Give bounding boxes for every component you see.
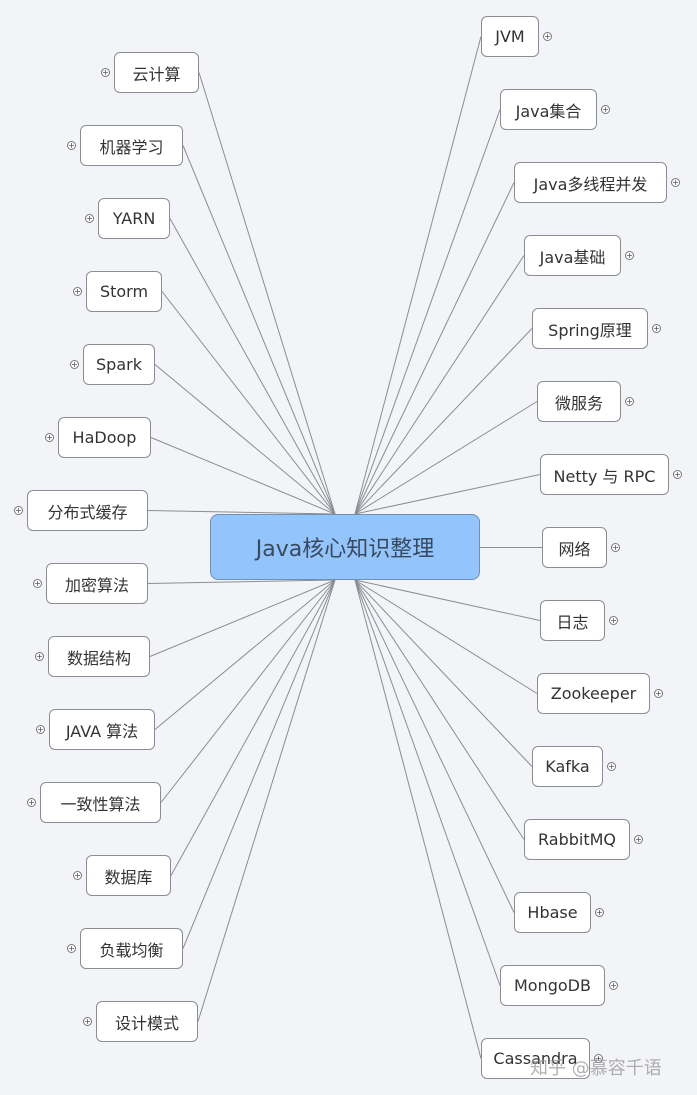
topic-node-right[interactable]: 微服务 [537,381,621,422]
topic-label: 微服务 [554,393,603,413]
topic-label: Spark [96,355,142,374]
topic-label: 数据库 [104,867,153,887]
expand-plus-icon[interactable]: + [67,944,76,953]
topic-node-left[interactable]: JAVA 算法 [49,709,155,750]
topic-node-left[interactable]: 机器学习 [80,125,183,166]
expand-plus-icon[interactable]: + [611,543,620,552]
topic-node-right[interactable]: Spring原理 [532,308,648,349]
topic-node-left[interactable]: 加密算法 [46,563,148,604]
topic-label: Cassandra [493,1049,578,1068]
topic-node-left[interactable]: Spark [83,344,155,385]
root-topic[interactable]: Java核心知识整理 [210,514,480,580]
topic-node-right[interactable]: Kafka [532,746,603,787]
topic-label: 数据结构 [66,648,131,668]
topic-node-right[interactable]: Java集合 [500,89,597,130]
topic-label: 一致性算法 [60,794,141,814]
expand-plus-icon[interactable]: + [33,579,42,588]
expand-plus-icon[interactable]: + [73,287,82,296]
topic-node-right[interactable]: 网络 [542,527,607,568]
expand-plus-icon[interactable]: + [45,433,54,442]
topic-label: Java集合 [515,101,582,121]
expand-plus-icon[interactable]: + [36,725,45,734]
expand-plus-icon[interactable]: + [35,652,44,661]
topic-label: HaDoop [72,428,137,447]
topic-label: JVM [495,27,525,46]
topic-node-left[interactable]: 云计算 [114,52,199,93]
expand-plus-icon[interactable]: + [609,616,618,625]
topic-node-left[interactable]: 一致性算法 [40,782,161,823]
topic-label: Hbase [527,903,578,922]
topic-label: Kafka [545,757,590,776]
topic-node-right[interactable]: Netty 与 RPC [540,454,669,495]
expand-plus-icon[interactable]: + [671,178,680,187]
topic-label: Java基础 [539,247,606,267]
topic-label: Netty 与 RPC [553,466,656,486]
watermark: 知乎 @慕容千语 [530,1058,662,1079]
topic-node-left[interactable]: HaDoop [58,417,151,458]
topic-node-left[interactable]: 设计模式 [96,1001,198,1042]
topic-label: JAVA 算法 [65,721,139,741]
topic-node-left[interactable]: 负载均衡 [80,928,183,969]
expand-plus-icon[interactable]: + [83,1017,92,1026]
topic-node-left[interactable]: YARN [98,198,170,239]
expand-plus-icon[interactable]: + [652,324,661,333]
topic-label: 日志 [556,612,589,632]
expand-plus-icon[interactable]: + [543,32,552,41]
expand-plus-icon[interactable]: + [594,1054,603,1063]
topic-label: Java多线程并发 [533,174,648,194]
expand-plus-icon[interactable]: + [634,835,643,844]
expand-plus-icon[interactable]: + [625,397,634,406]
topic-label: 网络 [558,539,591,559]
topic-node-right[interactable]: Zookeeper [537,673,650,714]
expand-plus-icon[interactable]: + [673,470,682,479]
topic-label: 加密算法 [64,575,129,595]
topic-node-left[interactable]: 数据库 [86,855,171,896]
topic-label: YARN [112,209,156,228]
topic-node-left[interactable]: 分布式缓存 [27,490,148,531]
topic-label: Storm [99,282,149,301]
expand-plus-icon[interactable]: + [609,981,618,990]
topic-label: 云计算 [132,64,181,84]
topic-label: RabbitMQ [538,830,616,849]
expand-plus-icon[interactable]: + [14,506,23,515]
expand-plus-icon[interactable]: + [595,908,604,917]
expand-plus-icon[interactable]: + [654,689,663,698]
topic-node-right[interactable]: Cassandra [481,1038,590,1079]
topic-label: 设计模式 [114,1013,179,1033]
topic-node-left[interactable]: 数据结构 [48,636,150,677]
expand-plus-icon[interactable]: + [67,141,76,150]
expand-plus-icon[interactable]: + [73,871,82,880]
expand-plus-icon[interactable]: + [601,105,610,114]
topic-label: 分布式缓存 [47,502,128,522]
topic-label: 机器学习 [99,137,164,157]
topic-label: Zookeeper [550,684,637,703]
expand-plus-icon[interactable]: + [625,251,634,260]
topic-node-right[interactable]: MongoDB [500,965,605,1006]
topic-node-right[interactable]: Java多线程并发 [514,162,667,203]
expand-plus-icon[interactable]: + [101,68,110,77]
topic-node-right[interactable]: Hbase [514,892,591,933]
topic-node-left[interactable]: Storm [86,271,162,312]
expand-plus-icon[interactable]: + [85,214,94,223]
topic-node-right[interactable]: Java基础 [524,235,621,276]
expand-plus-icon[interactable]: + [607,762,616,771]
topic-label: MongoDB [514,976,591,995]
topic-label: Spring原理 [548,320,632,340]
expand-plus-icon[interactable]: + [27,798,36,807]
topic-node-right[interactable]: JVM [481,16,539,57]
topic-node-right[interactable]: 日志 [540,600,605,641]
topic-node-right[interactable]: RabbitMQ [524,819,630,860]
expand-plus-icon[interactable]: + [70,360,79,369]
topic-label: 负载均衡 [99,940,164,960]
root-topic-label: Java核心知识整理 [255,537,435,562]
